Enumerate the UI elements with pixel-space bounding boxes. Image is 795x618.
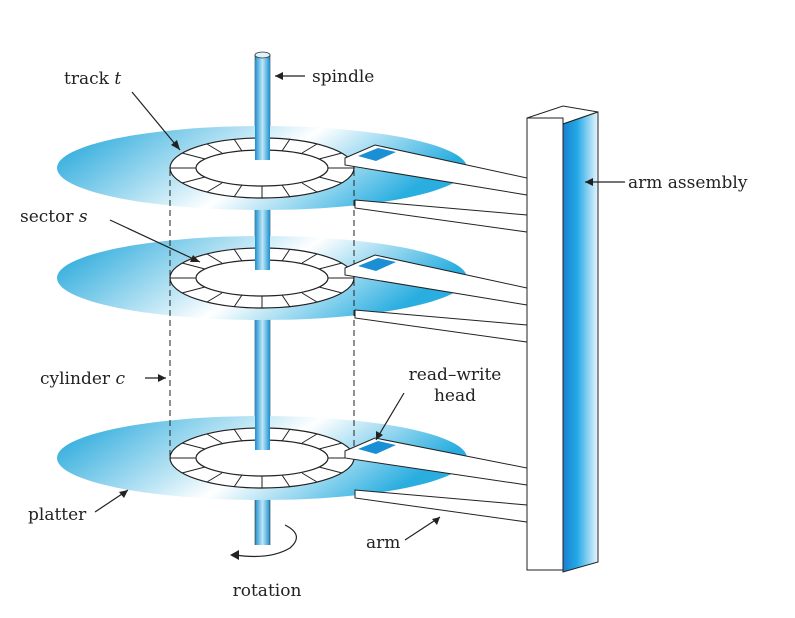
arrowhead-icon: [376, 431, 383, 440]
arrowhead-icon: [171, 140, 180, 150]
label-spindle: spindle: [312, 67, 374, 87]
sector-leader: [109, 219, 201, 263]
platter-bottom: [57, 320, 467, 500]
arrowhead-icon: [119, 490, 128, 498]
rotation-arrowhead-icon: [230, 550, 239, 560]
label-cylinder: cylinder c: [40, 369, 125, 389]
label-track: track t: [64, 69, 121, 89]
label-sector: sector s: [20, 207, 88, 227]
arrowhead-icon: [432, 517, 440, 525]
label-arm-assembly: arm assembly: [628, 173, 748, 193]
rotation-arrow: [234, 524, 297, 558]
arrowhead-icon: [585, 178, 593, 186]
platter-top: [57, 60, 467, 210]
cylinder-lines: [169, 170, 355, 460]
arrowhead-icon: [158, 374, 166, 382]
label-arm: arm: [366, 533, 400, 553]
head-leader: [375, 392, 405, 441]
arrowhead-icon: [275, 72, 283, 80]
label-rotation: rotation: [233, 581, 302, 601]
platter-middle: [57, 210, 467, 320]
label-read-write-line1: read–write: [409, 365, 502, 385]
read-write-heads: [358, 148, 396, 454]
track-leader: [131, 91, 181, 151]
arm-assembly: [526, 105, 599, 573]
arms: [344, 144, 528, 523]
label-platter: platter: [28, 505, 87, 525]
label-read-write-line2: head: [434, 386, 476, 406]
arrowhead-icon: [190, 255, 200, 262]
